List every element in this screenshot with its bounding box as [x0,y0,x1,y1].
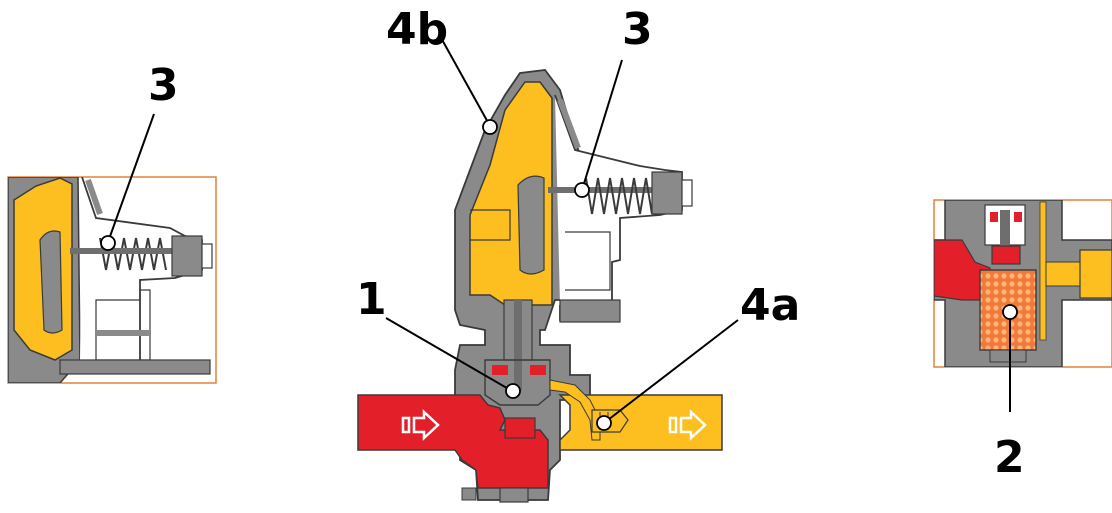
callout-3-label: 3 [622,4,653,55]
left-detail-panel: 3 [7,60,217,384]
left-callout-3-leader [107,113,155,243]
spring-icon [585,177,653,215]
callout-4a-marker [596,415,612,431]
callout-1-marker [505,383,521,399]
callout-4b-leader [439,35,491,127]
left-callout-3-marker [100,235,116,251]
flow-arrow-icon [401,409,440,441]
left-callout-3-label: 3 [148,60,179,111]
callout-1-label: 1 [356,274,387,325]
callout-2-marker [1002,304,1018,320]
right-callout-2-label: 2 [994,432,1025,483]
callout-1-leader [385,317,513,392]
callout-4a-label: 4a [740,280,800,331]
main-valve: 4b 3 1 4a [356,4,800,503]
callout-3-marker [574,182,590,198]
callout-3-leader [581,59,623,191]
right-detail-panel: 2 [933,199,1112,483]
callout-4a-leader [603,319,739,424]
callout-4b-marker [482,119,498,135]
flow-arrow-icon [668,409,707,441]
callout-4b-label: 4b [386,4,448,55]
